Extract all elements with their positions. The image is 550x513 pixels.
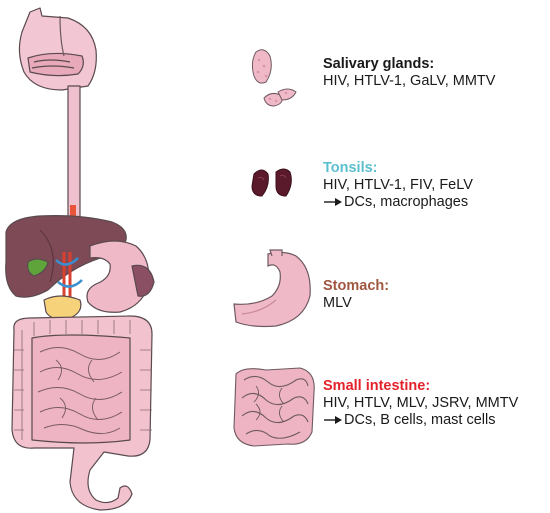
salivary-glands-label: Salivary glands: HIV, HTLV-1, GaLV, MMTV [323, 56, 495, 90]
small-intestine-viruses: HIV, HTLV, MLV, JSRV, MMTV [323, 395, 519, 411]
tonsils-title: Tonsils: [323, 160, 378, 176]
tonsils-viruses: HIV, HTLV-1, FIV, FeLV [323, 177, 473, 193]
tonsils-label: Tonsils: HIV, HTLV-1, FIV, FeLV DCs, mac… [323, 160, 473, 211]
small-intestine-cells-line: DCs, B cells, mast cells [323, 412, 518, 429]
stomach-icon [233, 249, 311, 328]
salivary-glands-viruses: HIV, HTLV-1, GaLV, MMTV [323, 73, 496, 89]
small-intestine-cells: DCs, B cells, mast cells [344, 412, 496, 428]
head-cavity [18, 7, 97, 91]
gi-tract-illustration [5, 7, 155, 511]
tonsils-icon [251, 168, 292, 197]
tonsils-cells: DCs, macrophages [344, 194, 469, 210]
small-intestine-title: Small intestine: [323, 378, 431, 394]
arrow-icon [324, 198, 342, 207]
small-intestine-icon [233, 367, 315, 447]
small-intestine-label: Small intestine: HIV, HTLV, MLV, JSRV, M… [323, 378, 518, 429]
salivary-glands-title: Salivary glands: [323, 56, 435, 72]
stomach-title: Stomach: [323, 278, 390, 294]
tonsils-cells-line: DCs, macrophages [323, 194, 473, 211]
stomach-viruses: MLV [323, 295, 352, 311]
stomach-label: Stomach: MLV [323, 278, 389, 312]
salivary-glands-icon [251, 49, 297, 107]
arrow-icon [324, 416, 342, 425]
gi-stomach [86, 240, 150, 313]
